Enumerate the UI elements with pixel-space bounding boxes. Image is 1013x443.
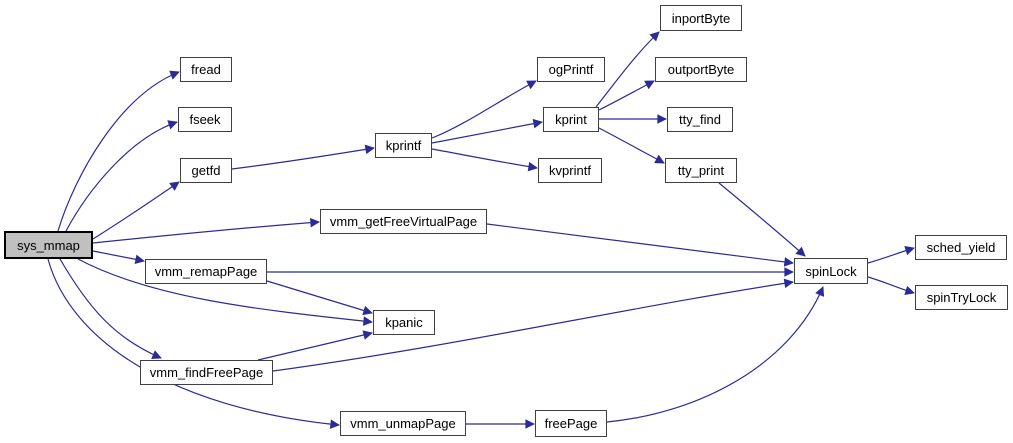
node-label: kprint (555, 112, 587, 127)
node-ogPrintf[interactable]: ogPrintf (537, 57, 605, 82)
edge-vmm_remapPage-kpanic (266, 280, 373, 316)
node-tty_find[interactable]: tty_find (667, 107, 733, 132)
edge-sys_mmap-fread (57, 70, 180, 232)
node-label: outportByte (667, 62, 735, 77)
node-label: sys_mmap (17, 237, 80, 253)
edge-spinLock-spinTryLock (867, 276, 915, 296)
edge-spinLock-sched_yield (867, 245, 915, 264)
node-label: fseek (189, 112, 221, 127)
node-label: getfd (191, 163, 221, 178)
node-spinLock[interactable]: spinLock (794, 258, 868, 284)
edge-kprintf-kvprintf (431, 148, 538, 172)
node-label: kpanic (385, 315, 423, 330)
edge-vmm_findFreePage-spinLock (272, 278, 794, 372)
edge-kprintf-ogPrintf (431, 80, 537, 139)
node-label: kprintf (385, 138, 422, 153)
node-label: tty_print (677, 163, 725, 178)
node-label: spinTryLock (926, 290, 997, 305)
node-kvprintf[interactable]: kvprintf (538, 158, 602, 183)
node-label: vmm_remapPage (154, 264, 258, 279)
edge-vmm_findFreePage-kpanic (257, 330, 373, 361)
node-label: spinLock (805, 263, 857, 279)
node-outportByte[interactable]: outportByte (655, 57, 747, 82)
node-label: fread (191, 62, 221, 77)
node-getfd[interactable]: getfd (180, 158, 232, 183)
node-fread[interactable]: fread (180, 57, 232, 82)
edge-freePage-spinLock (606, 286, 825, 423)
node-freePage[interactable]: freePage (535, 410, 607, 437)
node-sys_mmap[interactable]: sys_mmap (4, 231, 93, 259)
node-label: vmm_unmapPage (350, 416, 456, 431)
edge-sys_mmap-vmm_findFreePage (59, 258, 162, 360)
node-kpanic[interactable]: kpanic (373, 310, 435, 335)
edge-kprintf-kprint (431, 118, 543, 144)
edge-kprint-tty_print (598, 127, 665, 164)
node-kprint[interactable]: kprint (543, 107, 599, 132)
node-spinTryLock[interactable]: spinTryLock (915, 285, 1008, 310)
node-label: kvprintf (549, 163, 591, 178)
edge-sys_mmap-vmm_unmapPage (47, 258, 340, 429)
edge-getfd-kprintf (231, 144, 375, 170)
node-vmm_unmapPage[interactable]: vmm_unmapPage (340, 411, 466, 436)
node-inportByte[interactable]: inportByte (660, 5, 742, 31)
node-label: freePage (544, 416, 598, 431)
node-sched_yield[interactable]: sched_yield (915, 235, 1007, 260)
node-vmm_findFreePage[interactable]: vmm_findFreePage (140, 360, 273, 385)
edge-kprint-inportByte (595, 31, 660, 108)
edge-sys_mmap-vmm_getFreeVirtualPage (92, 217, 320, 244)
node-tty_print[interactable]: tty_print (665, 158, 737, 183)
node-vmm_getFreeVirtualPage[interactable]: vmm_getFreeVirtualPage (320, 209, 487, 234)
edge-kprint-outportByte (598, 80, 655, 111)
node-label: ogPrintf (548, 62, 594, 77)
node-kprintf[interactable]: kprintf (375, 133, 432, 158)
edge-sys_mmap-fseek (65, 120, 178, 232)
node-vmm_remapPage[interactable]: vmm_remapPage (145, 259, 267, 284)
node-label: sched_yield (926, 240, 996, 255)
edge-sys_mmap-getfd (92, 181, 180, 240)
node-label: vmm_getFreeVirtualPage (329, 214, 478, 229)
node-label: inportByte (671, 10, 731, 26)
node-label: vmm_findFreePage (149, 365, 264, 380)
node-label: tty_find (679, 112, 721, 127)
edge-sys_mmap-kpanic (77, 258, 373, 326)
edge-sys_mmap-vmm_remapPage (92, 250, 145, 265)
edge-vmm_getFreeVirtualPage-spinLock (486, 223, 794, 267)
node-fseek[interactable]: fseek (178, 107, 232, 132)
edge-tty_print-spinLock (718, 182, 806, 257)
